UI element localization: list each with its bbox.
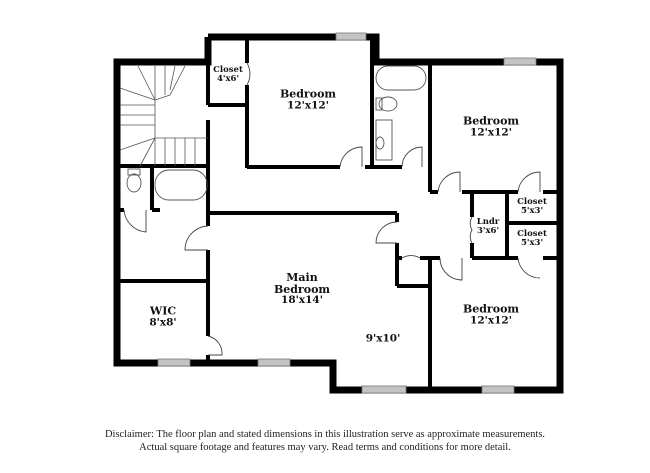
sink-right [375,136,385,150]
window-top [335,32,367,41]
room-label-closet-right-1: Closet 5'x3' [517,198,547,216]
room-label-bedroom-right-bottom: Bedroom 12'x12' [463,304,519,327]
room-dimensions: 12'x12' [287,99,329,112]
exterior-walls [113,33,564,394]
room-name-line2: Bedroom [273,282,331,296]
toilet-right [378,96,398,112]
toilet-left [126,173,142,193]
interior-walls [117,37,560,390]
room-name-line1: Main [286,270,318,284]
room-name: Bedroom [279,87,337,101]
window-right-top [503,57,537,66]
room-dimensions: 3'x6' [476,226,500,236]
room-dimensions: 5'x3' [520,206,544,216]
room-label-bedroom-right-top: Bedroom 12'x12' [463,116,519,139]
windows [157,32,537,394]
window-wic [157,358,191,367]
room-label-bedroom-top: Bedroom 12'x12' [280,89,336,112]
room-dimensions: 8'x8' [149,316,177,329]
room-label-wic: WIC 8'x8' [149,306,176,329]
room-dimensions: 18'x14' [281,294,323,307]
vanity-right [375,119,393,161]
window-sitting [361,385,407,394]
room-dimensions: 4'x6' [216,74,240,84]
doors [123,62,541,356]
room-label-closet-top: Closet 4'x6' [213,66,243,84]
room-name: Closet [517,229,547,240]
window-right-bottom [481,385,515,394]
room-name: Bedroom [462,114,520,128]
room-dimensions: 9'x10' [365,332,401,345]
room-label-sitting-area: 9'x10' [366,333,401,344]
window-main [257,358,291,367]
room-dimensions: 5'x3' [520,238,544,248]
room-dimensions: 12'x12' [470,126,512,139]
disclaimer-line-2: Actual square footage and features may v… [139,442,511,453]
room-name: Closet [213,65,243,76]
room-label-main-bedroom: Main Bedroom 18'x14' [274,272,330,306]
bathtub-left [154,169,208,201]
room-name: Closet [517,197,547,208]
room-label-laundry: Lndr 3'x6' [477,218,500,236]
disclaimer: Disclaimer: The floor plan and stated di… [0,428,650,454]
bath-fixtures [126,65,427,201]
disclaimer-line-1: Disclaimer: The floor plan and stated di… [104,429,546,440]
staircase [119,65,208,167]
room-name: Lndr [476,217,500,228]
bathtub-right [375,65,427,91]
room-dimensions: 12'x12' [470,314,512,327]
room-name: Bedroom [462,302,520,316]
room-label-closet-right-2: Closet 5'x3' [517,230,547,248]
room-name: WIC [149,304,177,318]
